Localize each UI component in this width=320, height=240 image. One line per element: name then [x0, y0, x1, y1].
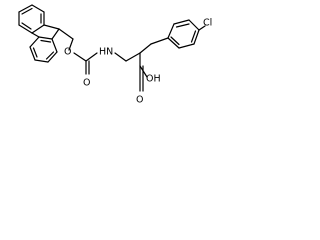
acid-backbone [125, 43, 152, 92]
carbonyl-oxygen-label: O [83, 78, 90, 89]
chemical-structure: O O HN OH O Cl [18, 4, 212, 106]
fluorene-right-ring [29, 36, 58, 63]
fmoc-linker [58, 28, 127, 75]
acid-oxygen-label: O [136, 95, 143, 106]
ester-oxygen-label: O [64, 47, 71, 58]
chlorine-label: Cl [203, 18, 212, 29]
chlorophenyl-ring [150, 19, 206, 49]
hydroxyl-label: OH [146, 74, 161, 85]
fluorene-left-ring [18, 4, 45, 34]
amine-label: HN [99, 47, 113, 58]
fluorene-five-ring [31, 24, 60, 40]
